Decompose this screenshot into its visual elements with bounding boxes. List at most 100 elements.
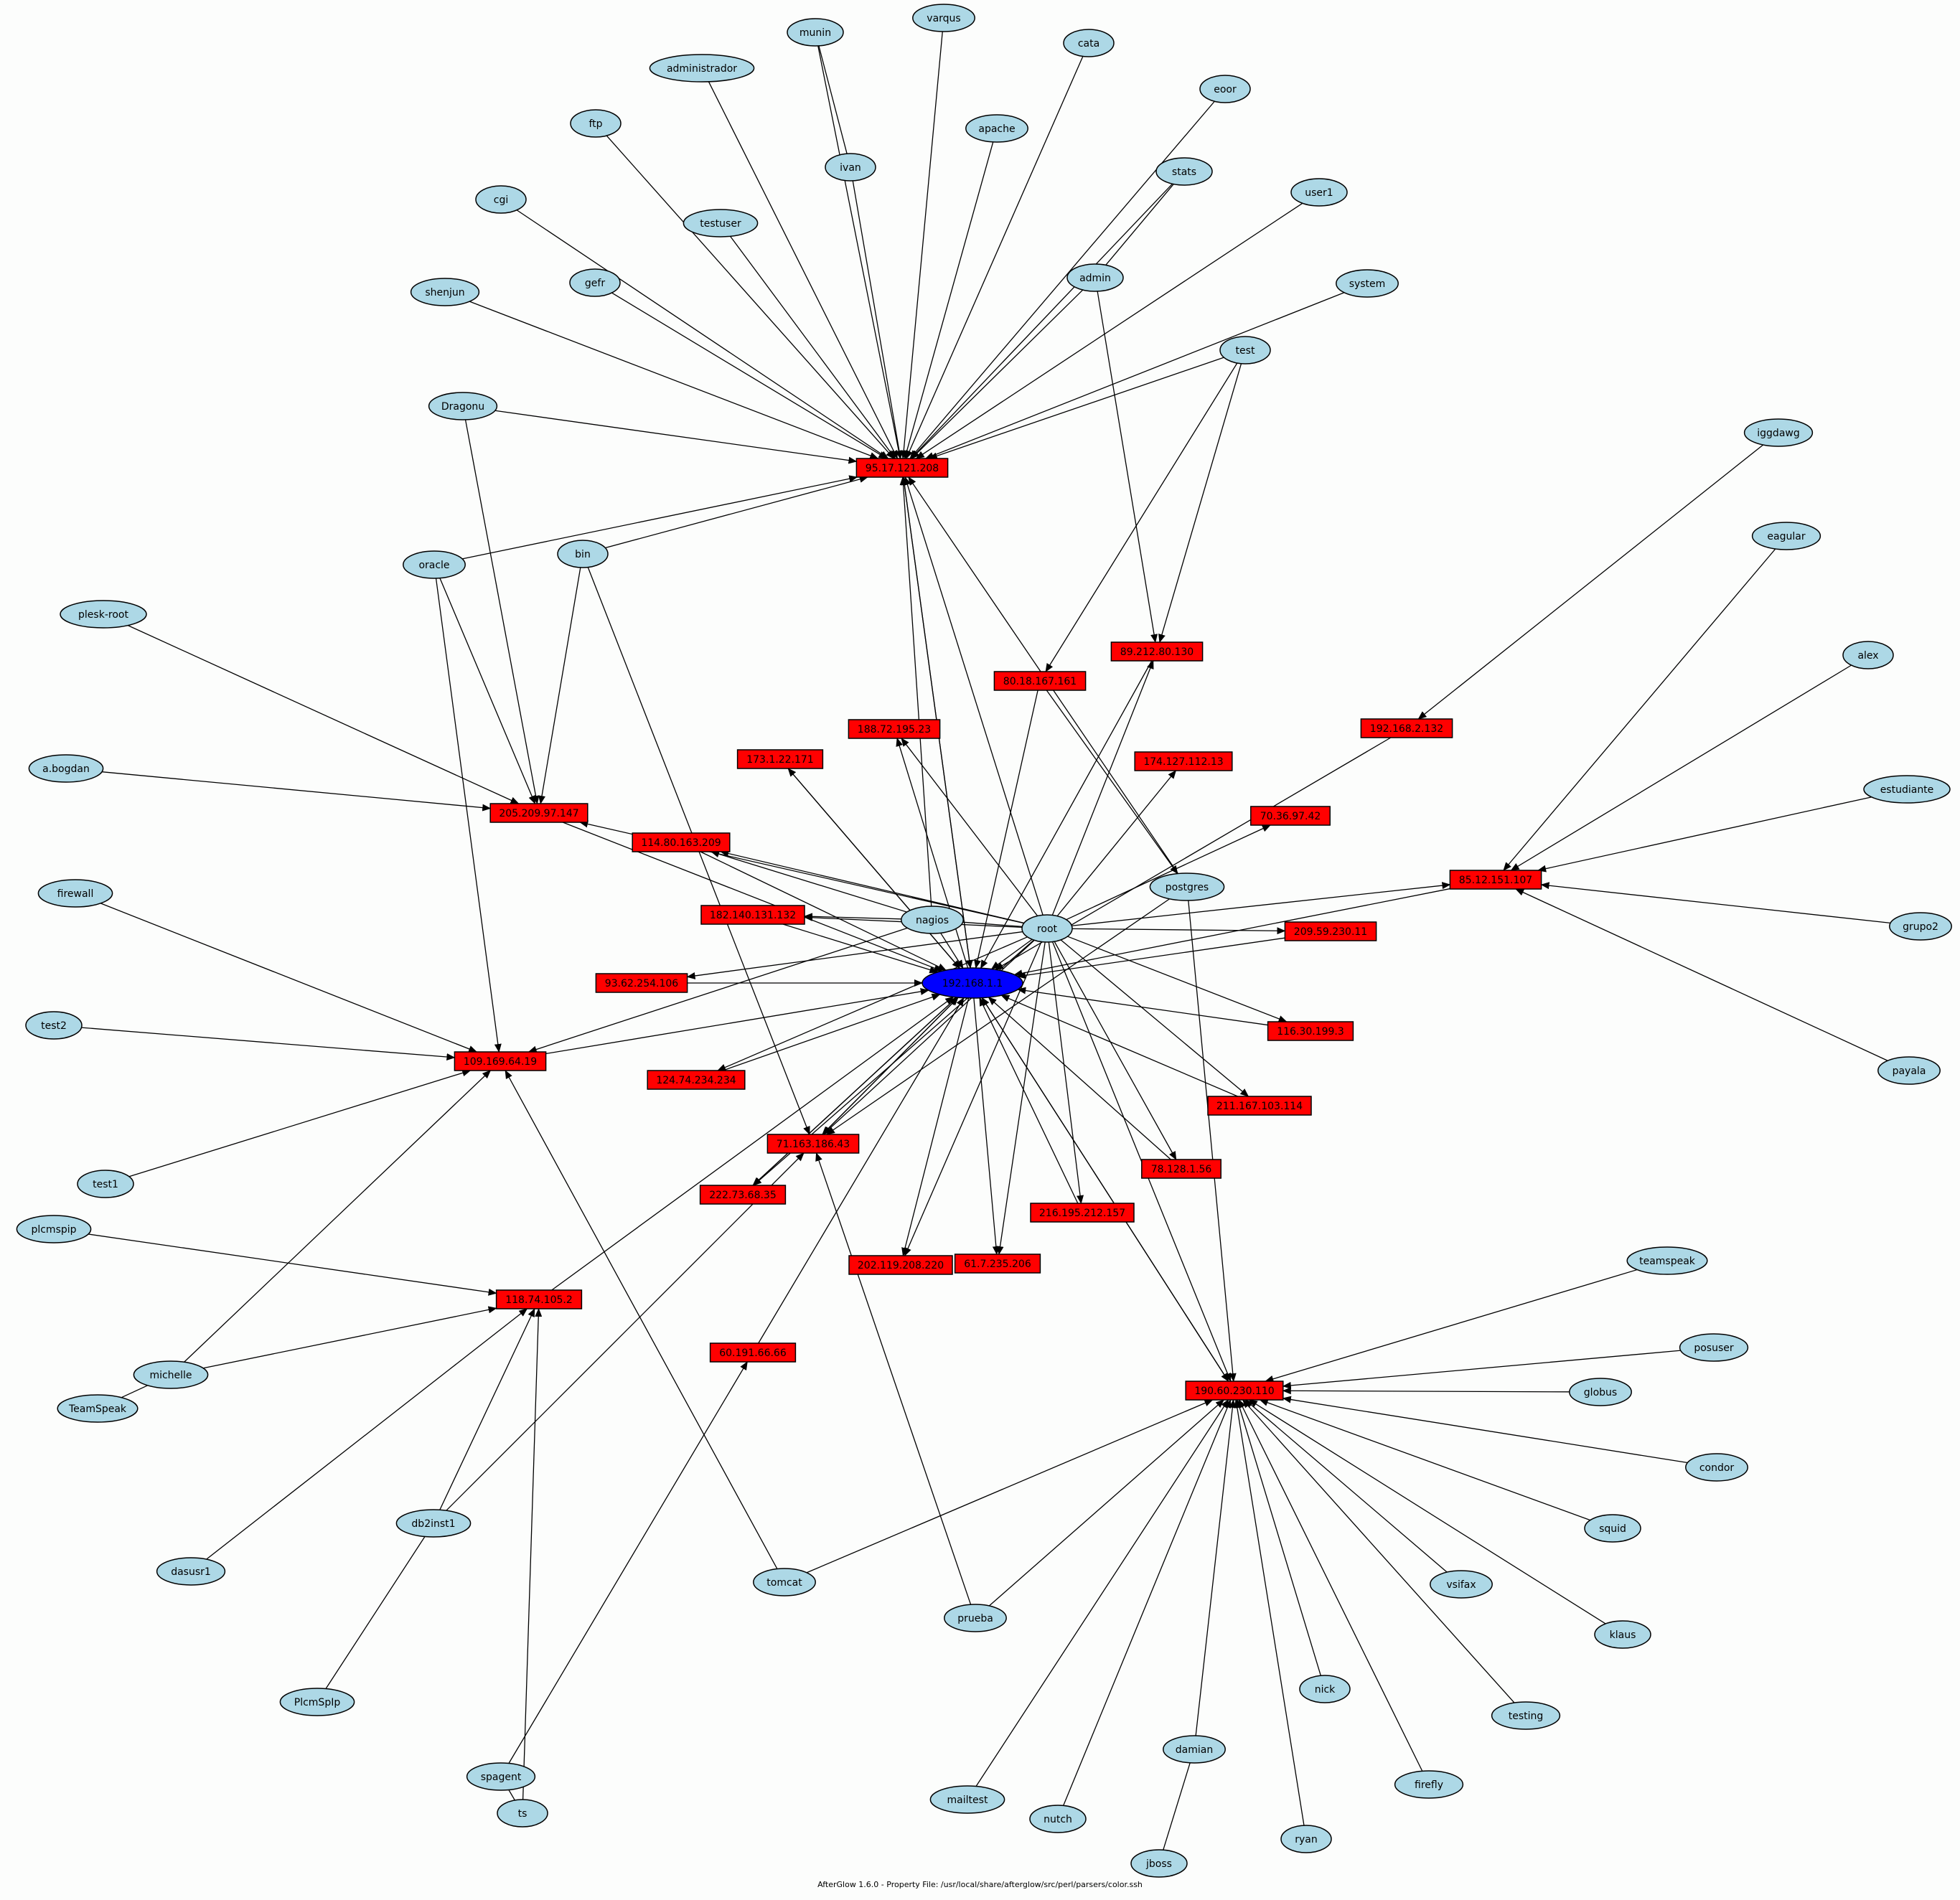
ip-node-61-7-235-206: 61.7.235.206 — [954, 1254, 1041, 1274]
edge-michelle-to-109-169-64-19 — [184, 1070, 492, 1363]
edge-tomcat-to-109-169-64-19 — [505, 1070, 778, 1569]
node-label: 188.72.195.23 — [858, 724, 931, 735]
edge-116-30-199-3-to-192-168-1-1 — [1017, 987, 1268, 1026]
user-node-vsifax: vsifax — [1430, 1570, 1493, 1599]
edge-a-bogdan-to-205-209-97-147 — [101, 771, 492, 812]
node-shape — [1110, 641, 1204, 662]
node-label: 61.7.235.206 — [964, 1259, 1031, 1270]
node-label: PlcmSpIp — [294, 1697, 341, 1708]
ip-node-124-74-234-234: 124.74.234.234 — [647, 1070, 746, 1090]
node-label: 109.169.64.19 — [464, 1056, 537, 1068]
user-node-prueba: prueba — [944, 1604, 1007, 1632]
ip-node-78-128-1-56: 78.128.1.56 — [1141, 1159, 1222, 1179]
edge-testing-to-190-60-230-110 — [1242, 1399, 1515, 1703]
node-shape — [1751, 522, 1821, 550]
node-label: 209.59.230.11 — [1294, 926, 1367, 938]
user-node-dragonu: Dragonu — [428, 392, 498, 420]
node-shape — [1584, 1514, 1641, 1543]
node-shape — [1163, 1735, 1226, 1764]
node-shape — [60, 600, 147, 629]
edge-nagios-to-95-17-121-208 — [899, 476, 932, 907]
node-shape — [495, 1289, 583, 1309]
node-label: ryan — [1295, 1834, 1318, 1845]
node-shape — [428, 392, 498, 420]
user-node-firewall: firewall — [37, 879, 113, 908]
node-label: 85.12.151.107 — [1459, 875, 1532, 886]
edge-user1-to-95-17-121-208 — [915, 202, 1303, 459]
node-shape — [929, 1785, 1005, 1814]
ip-node-222-73-68-35: 222.73.68.35 — [699, 1185, 787, 1205]
node-shape — [1149, 873, 1225, 901]
edge-mailtest-to-190-60-230-110 — [975, 1399, 1229, 1787]
edge-db2inst1-to-71-163-186-43 — [446, 1152, 805, 1511]
edge-estudiante-to-85-12-151-107 — [1537, 796, 1872, 873]
edge-root-to-124-74-234-234 — [717, 936, 1028, 1071]
node-label: jboss — [1145, 1858, 1172, 1870]
node-shape — [683, 209, 759, 238]
node-label: vsifax — [1446, 1579, 1476, 1591]
node-shape — [766, 1134, 860, 1154]
edge-192-168-1-1-to-71-163-186-43 — [822, 997, 959, 1135]
node-label: 174.127.112.13 — [1143, 756, 1223, 768]
node-label: oracle — [418, 560, 449, 571]
node-shape — [647, 1070, 746, 1090]
user-node-nagios: nagios — [901, 906, 964, 934]
node-shape — [1679, 1333, 1749, 1362]
edge-postgres-to-190-60-230-110 — [1188, 900, 1237, 1382]
node-shape — [1134, 751, 1233, 771]
edge-nagios-to-114-80-163-209 — [711, 850, 907, 913]
edge-85-12-151-107-to-192-168-1-1 — [1013, 888, 1450, 977]
edge-root-to-70-36-97-42 — [1066, 824, 1271, 921]
user-node-postgres: postgres — [1149, 873, 1225, 901]
node-label: munin — [800, 27, 831, 39]
node-label: michelle — [149, 1370, 192, 1381]
node-shape — [944, 1604, 1007, 1632]
edge-test1-to-109-169-64-19 — [128, 1069, 472, 1177]
ip-node-109-169-64-19: 109.169.64.19 — [454, 1051, 547, 1071]
edge-109-169-64-19-to-192-168-1-1 — [545, 988, 929, 1055]
user-node-estudiante: estudiante — [1863, 775, 1951, 804]
node-shape — [1299, 1675, 1351, 1703]
edge-192-168-1-1-to-202-119-208-220 — [901, 997, 970, 1256]
node-label: nick — [1315, 1684, 1336, 1696]
node-shape — [1030, 1203, 1135, 1223]
node-label: test2 — [41, 1020, 67, 1032]
node-label: 70.36.97.42 — [1260, 811, 1321, 822]
edge-114-80-163-209-to-192-168-1-1 — [700, 851, 947, 971]
node-label: estudiante — [1880, 784, 1934, 796]
node-label: 216.195.212.157 — [1039, 1208, 1125, 1219]
edge-89-212-80-130-to-192-168-1-1 — [980, 660, 1153, 969]
edge-209-59-230-11-to-192-168-1-1 — [1017, 937, 1285, 979]
user-node-ts: ts — [497, 1799, 548, 1828]
edge-admin-to-stats — [1105, 184, 1174, 265]
node-shape — [1449, 870, 1542, 890]
node-label: 173.1.22.171 — [746, 754, 814, 766]
node-label: plcmspip — [31, 1224, 76, 1236]
node-label: TeamSpeak — [68, 1403, 127, 1415]
edge-prueba-to-71-163-186-43 — [815, 1152, 972, 1605]
node-label: teamspeak — [1639, 1256, 1696, 1267]
node-shape — [922, 967, 1023, 999]
edge-124-74-234-234-to-192-168-1-1 — [722, 993, 941, 1071]
edge-root-to-216-195-212-157 — [1048, 941, 1084, 1204]
node-label: stats — [1172, 166, 1196, 178]
node-shape — [753, 1568, 816, 1596]
edge-gefr-to-95-17-121-208 — [611, 292, 888, 459]
edge-192-168-1-1-to-190-60-230-110 — [981, 997, 1229, 1382]
edge-condor-to-190-60-230-110 — [1282, 1396, 1688, 1464]
edge-payala-to-85-12-151-107 — [1515, 888, 1888, 1061]
node-shape — [1594, 1620, 1651, 1649]
ip-node-216-195-212-157: 216.195.212.157 — [1030, 1203, 1135, 1223]
node-shape — [489, 803, 589, 823]
user-node-eoor: eoor — [1199, 75, 1251, 103]
node-label: 192.168.2.132 — [1370, 723, 1443, 735]
node-label: 192.168.1.1 — [942, 978, 1003, 989]
edge-cgi-to-95-17-121-208 — [516, 210, 889, 459]
edges-layer — [81, 31, 1891, 1850]
edge-oracle-to-95-17-121-208 — [461, 475, 858, 560]
node-shape — [37, 879, 113, 908]
node-shape — [475, 185, 527, 214]
node-label: 93.62.254.106 — [605, 978, 679, 989]
node-shape — [1284, 921, 1377, 941]
